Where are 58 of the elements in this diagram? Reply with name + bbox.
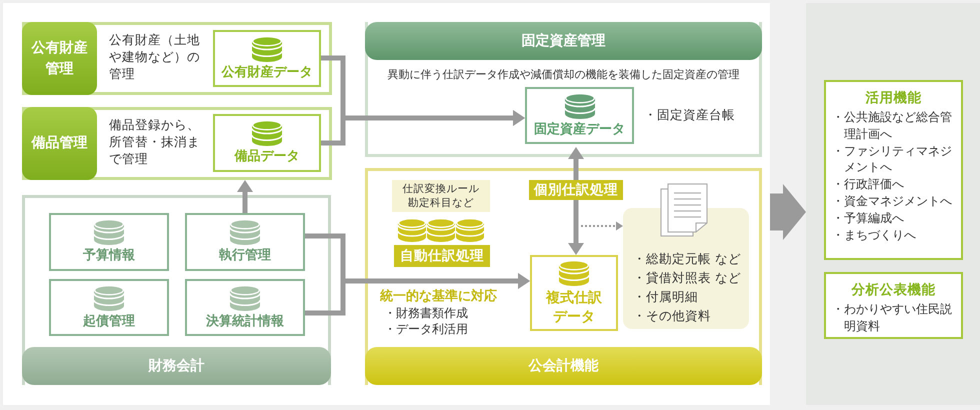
arrow (568, 200, 584, 255)
function-box (824, 80, 963, 260)
data-label: 執行管理 (219, 248, 271, 265)
data-label: 起債管理 (83, 314, 135, 330)
list-item: ・総勘定元帳 など (633, 250, 741, 268)
content-panel (3, 3, 770, 405)
list-item: ・予算編成へ (832, 210, 905, 227)
module-label: 公有財産管理 (22, 22, 97, 95)
list-item: ・公共施設など総合管理計画へ (832, 109, 953, 143)
process-label: 自動仕訳処理 (394, 245, 490, 267)
list-item: ・データ利活用 (384, 321, 468, 338)
beside-note: ・固定資産台帳 (644, 107, 735, 124)
module-label: 備品管理 (22, 107, 97, 180)
description-text: 備品登録から、所管替・抹消まで管理 (109, 117, 201, 168)
arrow (321, 110, 525, 146)
data-label: 公有財産データ (222, 64, 312, 82)
data-box (213, 114, 321, 172)
list-item: ・ファシリティマネジメントへ (832, 142, 953, 176)
arrow (237, 180, 253, 213)
panel-title: 公会計機能 (365, 347, 762, 385)
system-panel (365, 22, 762, 157)
side-panel (806, 3, 980, 405)
panel-title: 財務会計 (22, 347, 331, 385)
data-box (185, 279, 305, 336)
list-item: ・資金マネジメントへ (832, 192, 953, 210)
data-label: 決算統計情報 (206, 314, 284, 330)
rule-note: 仕訳変換ルール勘定科目など (392, 180, 490, 212)
panel-title: 固定資産管理 (365, 22, 762, 60)
data-label: 固定資産データ (534, 122, 625, 138)
dotted-arrow (581, 222, 623, 230)
module-strip (22, 107, 332, 180)
data-label: 複式仕訳データ (544, 289, 603, 326)
data-label: 予算情報 (83, 248, 135, 265)
data-box (49, 213, 169, 271)
function-box (824, 272, 963, 339)
description-text: 公有財産（土地や建物など）の管理 (109, 32, 201, 83)
list-item: ・その他資料 (633, 307, 712, 325)
function-title: 分析公表機能 (850, 281, 936, 299)
arrow (305, 273, 530, 316)
data-label: 備品データ (234, 149, 300, 166)
data-box (530, 255, 618, 331)
list-item: ・行政評価へ (832, 176, 905, 193)
process-label: 個別仕訳処理 (529, 180, 623, 200)
data-box (213, 30, 321, 87)
heading-text: 統一的な基準に対応 (380, 288, 497, 305)
list-item: ・貸借対照表 など (633, 269, 741, 287)
system-panel (365, 168, 762, 385)
list-item: ・わかりやすい住民説明資料 (832, 301, 953, 335)
list-item: ・付属明細 (633, 288, 699, 306)
function-title: 活用機能 (864, 89, 922, 107)
data-box (185, 213, 305, 271)
module-strip (22, 22, 332, 95)
list-item: ・財務書類作成 (384, 305, 468, 322)
arrow (568, 147, 584, 180)
description-text: 異動に伴う仕訳データ作成や減価償却の機能を装備した固定資産の管理 (386, 67, 740, 82)
system-panel (22, 195, 331, 385)
list-item: ・まちづくりへ (832, 226, 917, 244)
data-box (49, 279, 169, 336)
